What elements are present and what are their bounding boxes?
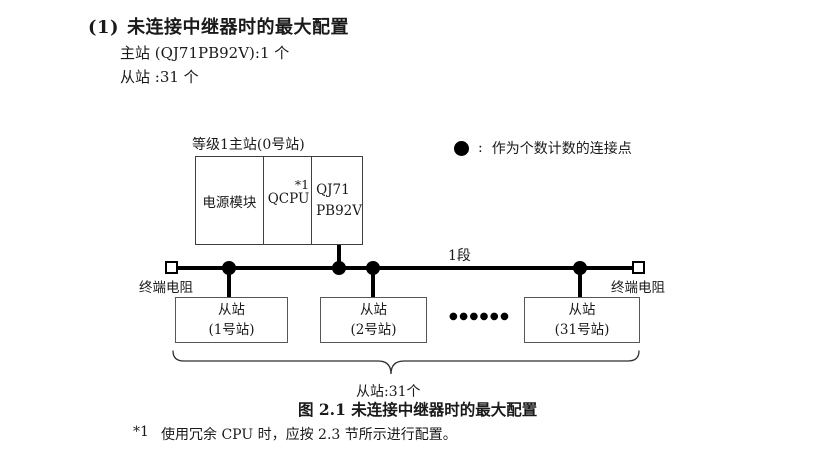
slave1-drop-line — [227, 269, 231, 298]
terminator-right-icon — [632, 261, 645, 274]
pb92v-line1: QJ71 — [316, 182, 350, 199]
slave-station-name: 从站 — [218, 301, 245, 318]
legend: : 作为个数计数的连接点 — [454, 138, 632, 158]
legend-colon: : — [478, 140, 483, 156]
slave-station-number: (2号站) — [350, 322, 397, 338]
section-heading: (1) 未连接中继器时的最大配置 — [88, 13, 349, 39]
segment-label: 1段 — [448, 248, 471, 264]
slave-station-2-box: 从站 (2号站) — [320, 297, 427, 343]
connection-node-icon — [222, 261, 236, 275]
qcpu-label: QCPU — [267, 191, 310, 207]
slave-station-name: 从站 — [360, 301, 387, 318]
slave-station-number: (1号站) — [208, 322, 255, 338]
section-title: 未连接中继器时的最大配置 — [127, 17, 350, 38]
slave2-drop-line — [371, 269, 375, 298]
power-module-cell: 电源模块 — [196, 157, 264, 244]
ellipsis-dots: ●●●●●● — [449, 311, 511, 322]
footnote-text: 使用冗余 CPU 时，应按 2.3 节所示进行配置。 — [161, 427, 457, 443]
bus-line — [178, 266, 634, 270]
pb92v-line2: PB92V — [316, 202, 362, 219]
master-count-line: 主站 (QJ71PB92V):1 个 — [120, 44, 290, 62]
footnote-ref: *1 — [294, 177, 310, 192]
master-station-label: 等级1主站(0号站) — [192, 137, 305, 153]
slave-station-1-box: 从站 (1号站) — [175, 297, 288, 343]
slave-station-31-box: 从站 (31号站) — [524, 297, 640, 343]
slave31-drop-line — [578, 269, 582, 298]
figure-caption: 图 2.1 未连接中继器时的最大配置 — [298, 400, 538, 419]
connection-node-icon — [366, 261, 380, 275]
master-station-box: 电源模块 *1 QCPU QJ71 PB92V — [195, 156, 363, 245]
connection-node-icon — [573, 261, 587, 275]
slave-station-name: 从站 — [568, 301, 596, 318]
slave-count-line: 从站 :31 个 — [120, 68, 199, 86]
section-number: (1) — [88, 17, 120, 38]
connection-point-icon — [454, 140, 469, 156]
slave-station-number: (31号站) — [554, 322, 610, 338]
pb92v-cell: QJ71 PB92V — [312, 157, 362, 244]
footnote-marker: *1 — [133, 424, 149, 440]
connection-node-icon — [332, 261, 346, 275]
terminator-right-label: 终端电阻 — [611, 280, 665, 296]
slave-total-label: 从站:31个 — [356, 384, 421, 400]
qcpu-cell: *1 QCPU — [264, 157, 313, 244]
terminator-left-icon — [165, 261, 178, 274]
master-drop-line — [337, 245, 341, 268]
terminator-left-label: 终端电阻 — [139, 280, 193, 296]
legend-label: 作为个数计数的连接点 — [491, 141, 632, 157]
